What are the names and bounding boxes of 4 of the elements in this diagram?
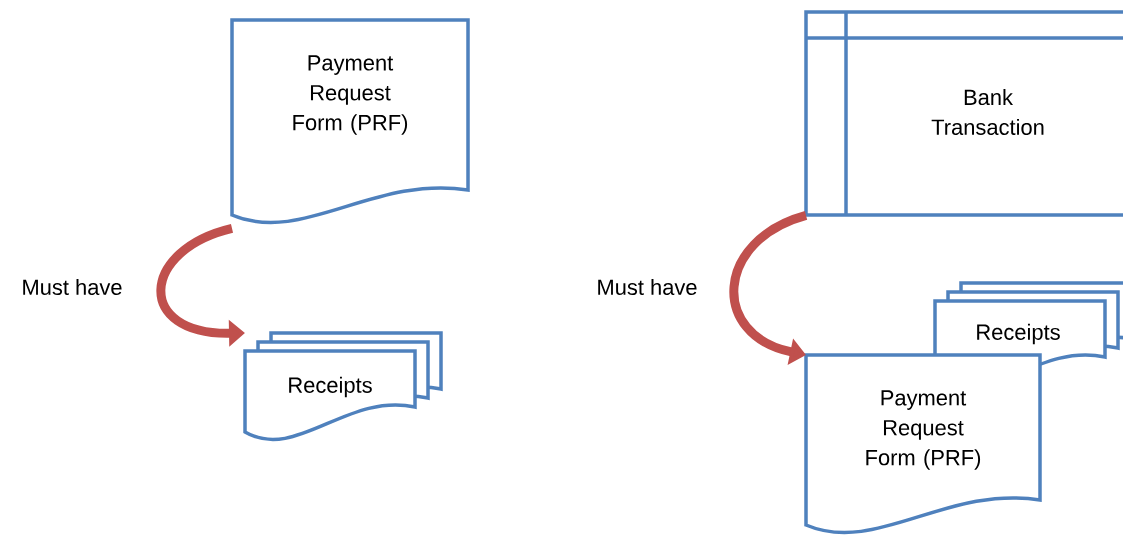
storage-box: Bank Transaction: [804, 10, 1123, 217]
node-label: Payment Request Form (PRF): [866, 390, 981, 470]
edge-label: Must have: [19, 276, 125, 298]
edge-label: Must have: [594, 276, 700, 298]
